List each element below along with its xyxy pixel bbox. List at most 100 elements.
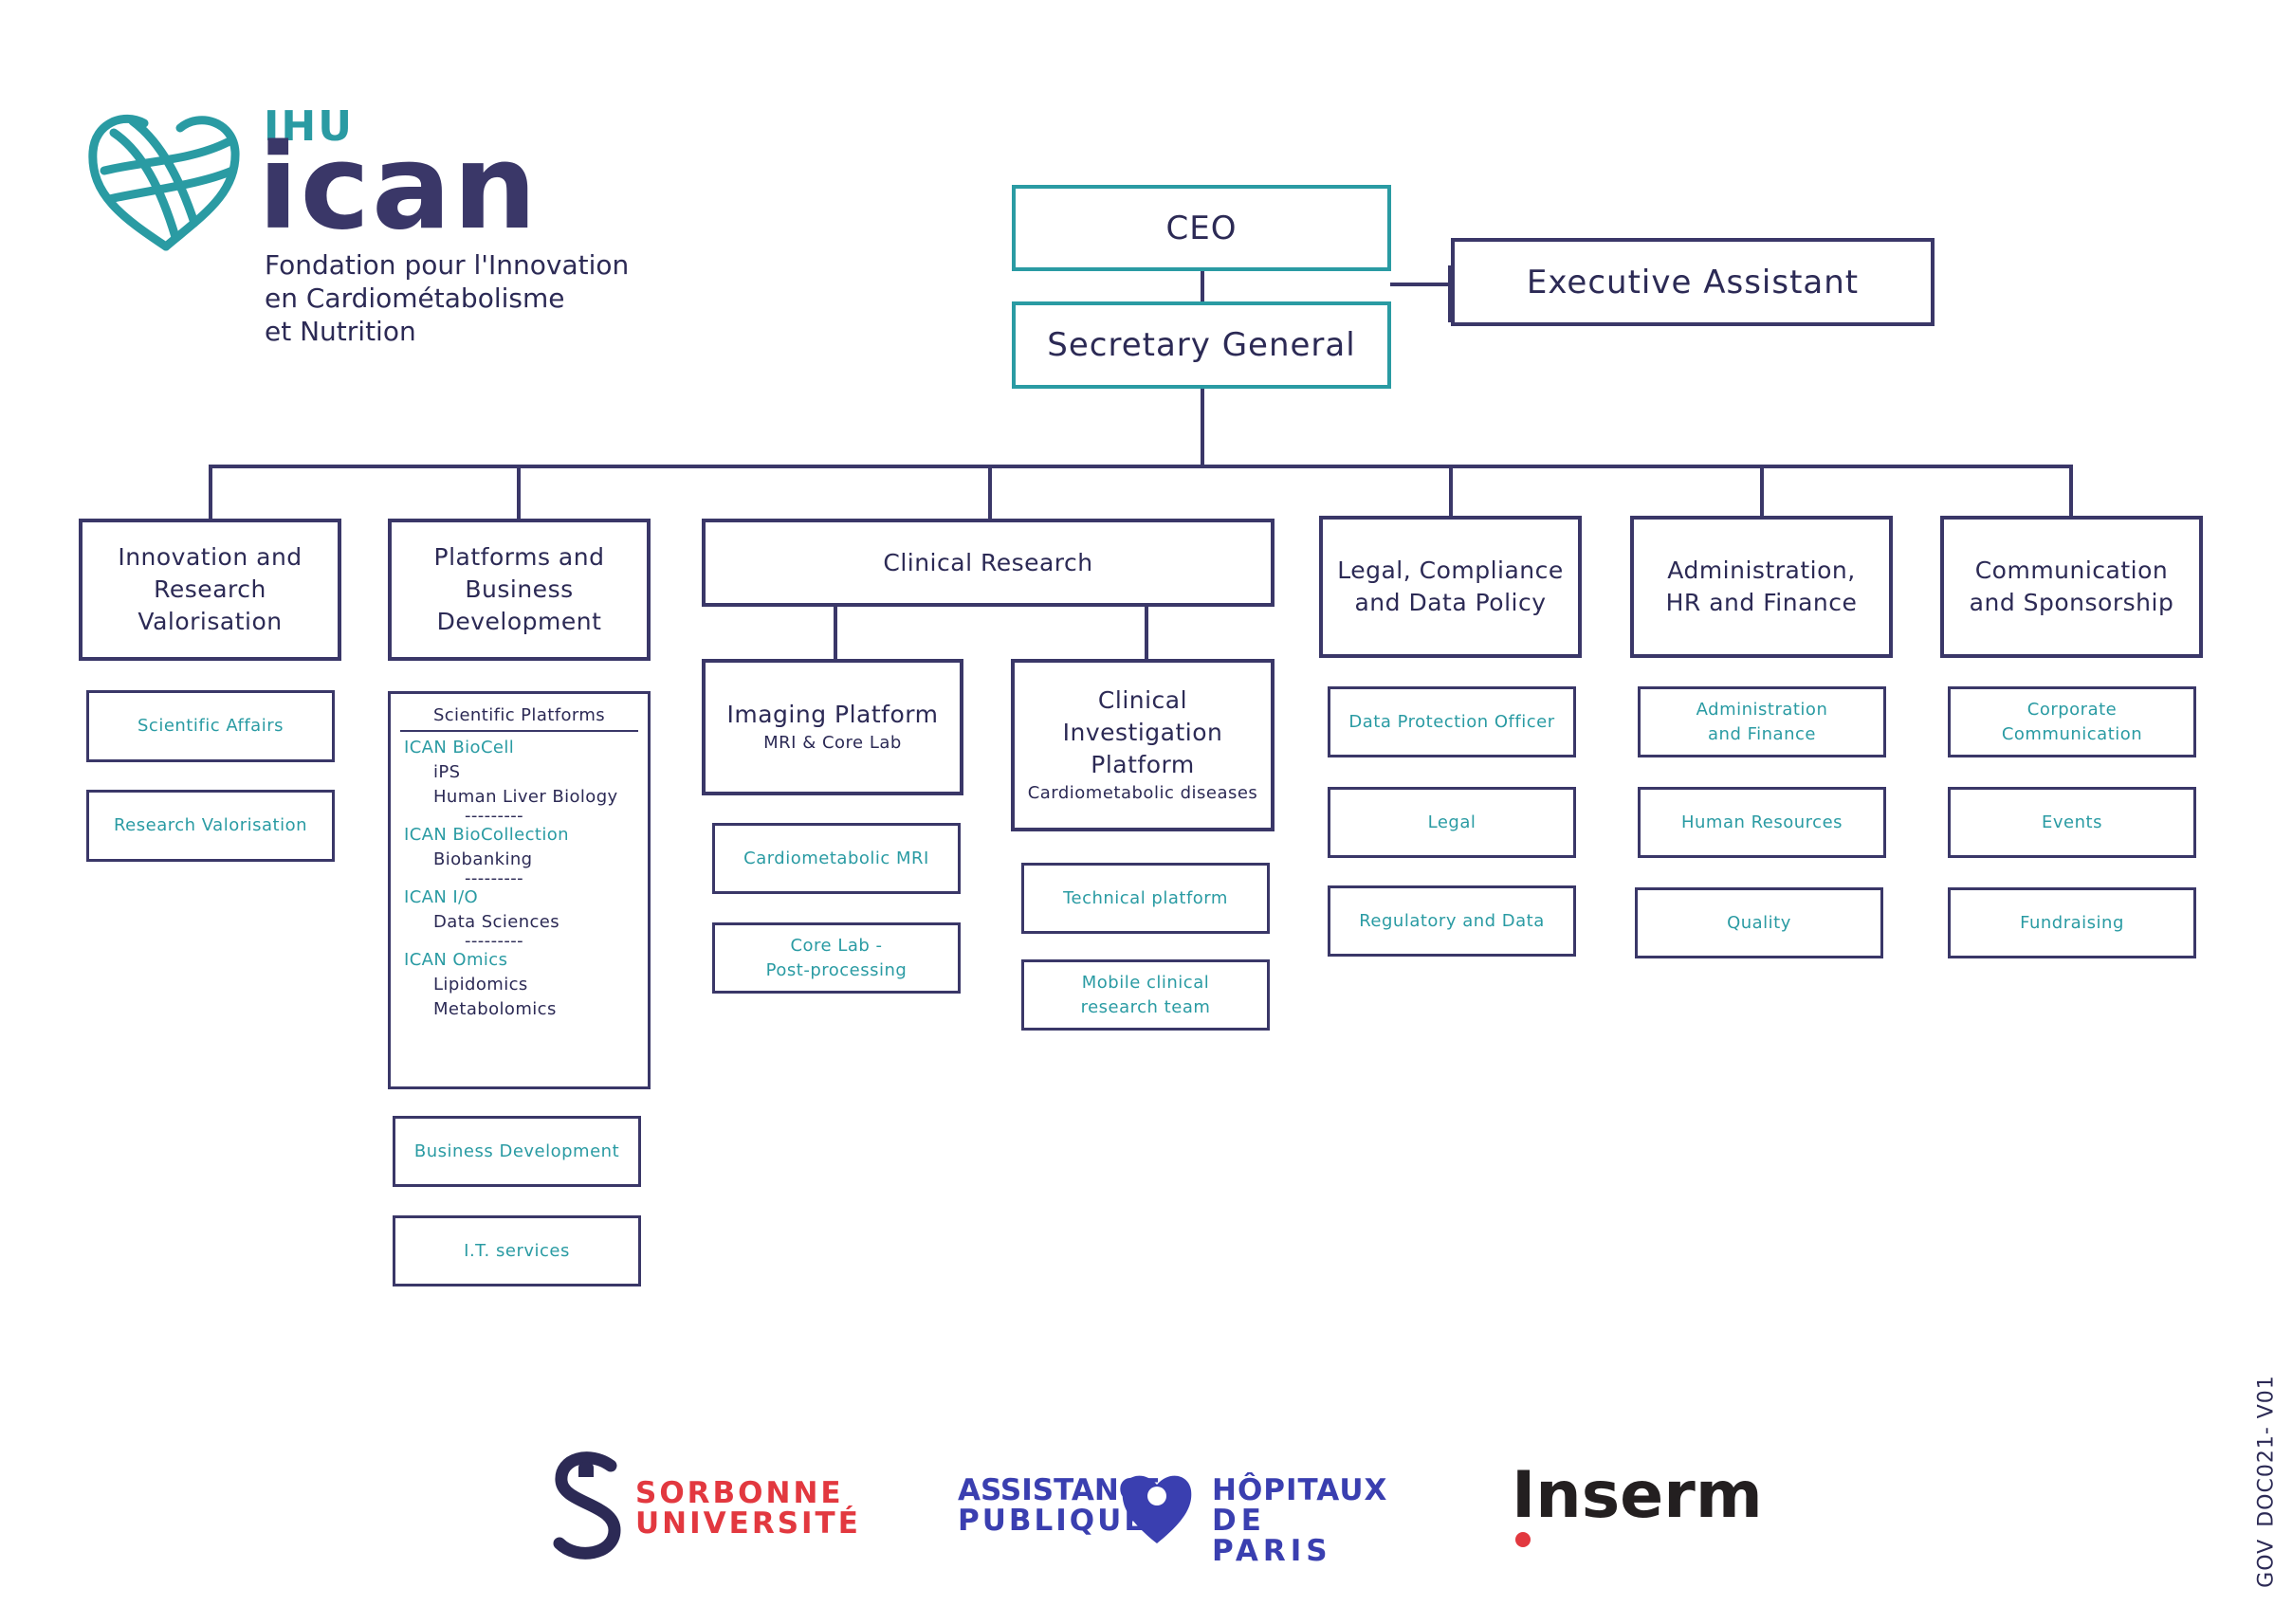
unit-scientific-affairs-label: Scientific Affairs xyxy=(138,714,284,739)
executive-assistant-box: Executive Assistant xyxy=(1451,238,1935,326)
connector-innovation xyxy=(209,465,212,521)
connector-ceo-sg xyxy=(1201,270,1204,303)
logo-subtitle-3: et Nutrition xyxy=(265,315,416,349)
unit-technical-platform: Technical platform xyxy=(1021,863,1270,934)
unit-events: Events xyxy=(1948,787,2196,858)
cip-title-line2: Investigation xyxy=(1063,717,1223,749)
executive-assistant-label: Executive Assistant xyxy=(1527,264,1859,301)
heart-yarn-icon xyxy=(85,104,247,256)
unit-mobile-clinical-line2: research team xyxy=(1081,995,1211,1020)
unit-mobile-clinical-line1: Mobile clinical xyxy=(1082,971,1210,995)
sorbonne-line2: UNIVERSITÉ xyxy=(635,1507,861,1540)
unit-corporate-line1: Corporate xyxy=(2027,698,2117,722)
ceo-box: CEO xyxy=(1012,185,1391,271)
unit-corporate-line2: Communication xyxy=(2002,722,2142,747)
secretary-general-label: Secretary General xyxy=(1047,326,1355,364)
unit-scientific-affairs: Scientific Affairs xyxy=(86,690,335,762)
dept-legal-line2: and Data Policy xyxy=(1354,587,1546,619)
unit-legal: Legal xyxy=(1328,787,1576,858)
unit-admin-finance-line1: Administration xyxy=(1696,698,1828,722)
unit-fundraising: Fundraising xyxy=(1948,887,2196,958)
dept-admin: Administration, HR and Finance xyxy=(1630,516,1893,658)
document-code: GOV_DOC021- V01 xyxy=(2255,1340,2274,1624)
cip-subtitle: Cardiometabolic diseases xyxy=(1028,781,1258,806)
dept-innovation-line1: Innovation and xyxy=(118,541,302,574)
platform-group-name: ICAN BioCollection xyxy=(391,823,648,848)
dept-clinical-research: Clinical Research xyxy=(702,519,1275,607)
unit-regulatory-data: Regulatory and Data xyxy=(1328,885,1576,957)
connector-sg-down xyxy=(1201,388,1204,467)
sorbonne-s-icon xyxy=(552,1449,628,1562)
unit-core-lab-line2: Post-processing xyxy=(766,958,908,983)
sorbonne-line1: SORBONNE xyxy=(635,1477,844,1509)
dept-platforms: Platforms and Business Development xyxy=(388,519,651,661)
dept-legal: Legal, Compliance and Data Policy xyxy=(1319,516,1582,658)
connector-communication xyxy=(2069,465,2073,518)
unit-business-development: Business Development xyxy=(393,1116,641,1187)
unit-research-valorisation: Research Valorisation xyxy=(86,790,335,862)
platform-group-item: iPS xyxy=(391,760,648,785)
dept-platforms-line2: Business xyxy=(465,574,573,606)
scientific-platforms-list: Scientific Platforms ICAN BioCell iPS Hu… xyxy=(388,691,651,1089)
aphp-heart-icon xyxy=(1119,1466,1195,1547)
platform-group-item: Lipidomics xyxy=(391,973,648,997)
unit-human-resources: Human Resources xyxy=(1638,787,1886,858)
secretary-general-box: Secretary General xyxy=(1012,301,1391,389)
inserm-wordmark: Inserm xyxy=(1512,1458,1763,1534)
imaging-platform-box: Imaging Platform MRI & Core Lab xyxy=(702,659,963,795)
unit-hr-label: Human Resources xyxy=(1681,811,1843,835)
unit-administration-finance: Administration and Finance xyxy=(1638,686,1886,757)
cip-title-line1: Clinical xyxy=(1098,684,1187,717)
connector-legal xyxy=(1449,465,1453,518)
dept-innovation: Innovation and Research Valorisation xyxy=(79,519,341,661)
unit-core-lab: Core Lab - Post-processing xyxy=(712,922,961,994)
unit-legal-label: Legal xyxy=(1428,811,1476,835)
ceo-label: CEO xyxy=(1166,210,1238,247)
platform-group-name: ICAN Omics xyxy=(391,948,648,973)
unit-dpo-label: Data Protection Officer xyxy=(1348,710,1554,735)
unit-it-services: I.T. services xyxy=(393,1215,641,1286)
dept-communication-line2: and Sponsorship xyxy=(1970,587,2174,619)
sorbonne-logo: SORBONNE UNIVERSITÉ xyxy=(552,1449,827,1562)
unit-research-valorisation-label: Research Valorisation xyxy=(114,813,307,838)
unit-admin-finance-line2: and Finance xyxy=(1708,722,1816,747)
unit-data-protection-officer: Data Protection Officer xyxy=(1328,686,1576,757)
logo-subtitle-2: en Cardiométabolisme xyxy=(265,282,564,316)
unit-events-label: Events xyxy=(2042,811,2102,835)
logo-subtitle-1: Fondation pour l'Innovation xyxy=(265,248,629,283)
connector-main-horizontal xyxy=(209,465,2073,468)
imaging-platform-title: Imaging Platform xyxy=(727,699,939,731)
dept-legal-line1: Legal, Compliance xyxy=(1337,555,1564,587)
connector-platforms xyxy=(517,465,521,521)
dept-innovation-line3: Valorisation xyxy=(138,606,282,638)
connector-imaging xyxy=(834,605,837,662)
unit-business-development-label: Business Development xyxy=(414,1140,619,1164)
unit-quality-label: Quality xyxy=(1727,911,1791,936)
dept-innovation-line2: Research xyxy=(154,574,266,606)
unit-core-lab-line1: Core Lab - xyxy=(790,934,882,958)
imaging-platform-subtitle: MRI & Core Lab xyxy=(763,731,902,756)
unit-quality: Quality xyxy=(1635,887,1883,958)
unit-mobile-clinical-research: Mobile clinical research team xyxy=(1021,959,1270,1031)
connector-clinical xyxy=(988,465,992,521)
dept-clinical-research-label: Clinical Research xyxy=(883,547,1092,579)
dept-platforms-line3: Development xyxy=(437,606,602,638)
unit-it-services-label: I.T. services xyxy=(464,1239,570,1264)
dept-communication: Communication and Sponsorship xyxy=(1940,516,2203,658)
aphp-right-line1: HÔPITAUX xyxy=(1212,1475,1387,1505)
unit-fundraising-label: Fundraising xyxy=(2020,911,2124,936)
platform-group-item: Metabolomics xyxy=(391,997,648,1022)
logo-ican: ican xyxy=(258,121,539,254)
platform-group-name: ICAN BioCell xyxy=(391,736,648,760)
clinical-investigation-platform-box: Clinical Investigation Platform Cardiome… xyxy=(1011,659,1275,831)
connector-exec-assistant xyxy=(1390,283,1449,286)
platform-separator: --------- xyxy=(391,872,648,885)
unit-cardiometabolic-mri-label: Cardiometabolic MRI xyxy=(743,847,929,871)
dept-communication-line1: Communication xyxy=(1975,555,2169,587)
unit-cardiometabolic-mri: Cardiometabolic MRI xyxy=(712,823,961,894)
unit-corporate-communication: Corporate Communication xyxy=(1948,686,2196,757)
connector-admin xyxy=(1760,465,1764,518)
dept-platforms-line1: Platforms and xyxy=(434,541,605,574)
inserm-logo: Inserm xyxy=(1512,1458,1758,1553)
inserm-dot-icon xyxy=(1515,1532,1531,1547)
